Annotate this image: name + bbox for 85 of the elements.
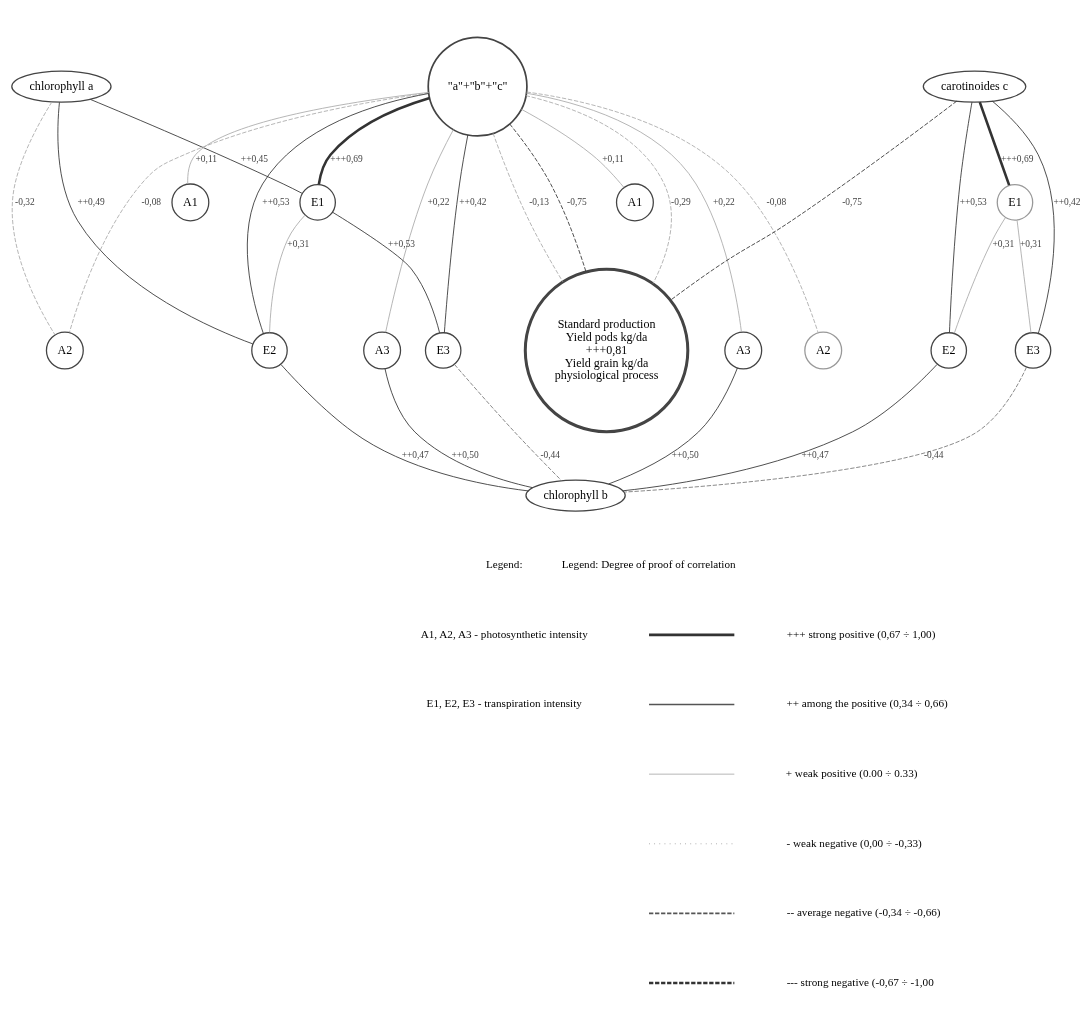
edge-label: ++0,53 (959, 196, 987, 207)
edge-label: +++0,69 (330, 154, 363, 165)
node-ellipse: carotinoides c (922, 70, 1027, 103)
edge-label: -0,44 (540, 450, 561, 461)
node-circle: A3 (363, 331, 402, 370)
edge-label: +0,11 (602, 154, 624, 165)
node-ellipse: chlorophyll a (11, 70, 112, 103)
edge-label: -0,44 (923, 450, 944, 461)
edge-label: ++0,53 (262, 196, 290, 207)
connector (978, 101, 1011, 186)
connector (622, 363, 938, 492)
legend-label: - weak negative (0,00 ÷ -0,33) (786, 836, 922, 849)
connector (443, 134, 469, 334)
edge-label: +++0,69 (1000, 154, 1034, 165)
node-circle: A1 (615, 183, 654, 222)
edge-label: -0,75 (567, 196, 587, 207)
connector (670, 100, 958, 301)
connector (953, 217, 1006, 334)
node-circle: E1 (996, 184, 1034, 221)
edge-label: ++0,42 (459, 196, 487, 207)
legend-label: -- average negative (-0,34 ÷ -0,66) (786, 906, 941, 919)
connector (187, 91, 430, 185)
connector (11, 101, 56, 336)
connector (520, 108, 625, 188)
connector (317, 96, 431, 185)
edge-label: ++0,42 (1053, 196, 1081, 207)
connector (385, 129, 454, 333)
connector (1016, 219, 1032, 334)
edge-label: ++0,50 (671, 450, 699, 461)
node-circle: A1 (171, 183, 210, 222)
node-circle: Standard production Yield pods kg/da +++0,81 Yield grain kg/da physiological process (523, 267, 690, 434)
connector (949, 101, 973, 333)
legend-label: ++ among the positive (0,34 ÷ 0,66) (786, 697, 948, 710)
legend-label: +++ strong positive (0,67 ÷ 1,00) (786, 627, 936, 640)
edge-label: +0,31 (1019, 239, 1042, 250)
connector (492, 132, 564, 283)
edge-label: +0,11 (195, 154, 218, 165)
label: Legend: (485, 558, 523, 571)
edge-label: ++0,47 (401, 450, 429, 461)
connector (624, 367, 1027, 493)
connector (280, 364, 529, 492)
label: A1, A2, A3 - photosynthetic intensity (420, 627, 588, 640)
label: Legend: Degree of proof of correlation (561, 558, 736, 571)
node-circle: A3 (724, 331, 763, 370)
node-circle: E1 (299, 184, 336, 221)
connector (69, 92, 430, 333)
edge-label: -0,75 (842, 196, 862, 207)
node-circle: A2 (45, 331, 84, 370)
connector (89, 98, 303, 194)
label: E1, E2, E3 - transpiration intensity (426, 697, 582, 710)
edge-label: ++0,53 (387, 239, 416, 250)
node-circle: "a"+"b"+"c" (427, 36, 528, 137)
node-circle: A2 (804, 331, 843, 370)
edge-label: -0,32 (15, 196, 35, 207)
edge-label: +0,31 (992, 239, 1015, 250)
node-circle: E2 (930, 332, 968, 369)
connector (525, 95, 672, 284)
edge-label: ++0,49 (77, 196, 105, 207)
connector (454, 364, 562, 482)
connector (384, 368, 533, 489)
edge-label: -0,29 (671, 196, 691, 207)
connector (526, 92, 742, 333)
connector (509, 123, 587, 272)
edge-label: ++0,47 (801, 450, 829, 461)
connector (991, 100, 1055, 334)
edge-label: +0,22 (427, 196, 450, 207)
edge-label: -0,08 (766, 196, 787, 207)
node-circle: E3 (1014, 332, 1052, 369)
node-ellipse: chlorophyll b (525, 479, 626, 512)
edge-label: +0,22 (713, 196, 735, 207)
legend-label: + weak positive (0.00 ÷ 0.33) (785, 767, 918, 780)
edge-label: ++0,45 (240, 154, 269, 165)
edge-label: -0,08 (141, 196, 162, 207)
connector (608, 367, 738, 485)
edge-label: ++0,50 (451, 450, 479, 461)
connector (269, 214, 306, 333)
connector (526, 91, 819, 333)
connector (332, 211, 440, 334)
legend-label: --- strong negative (-0,67 ÷ -1,00 (786, 976, 934, 989)
node-circle: E2 (251, 332, 288, 369)
connector (246, 93, 430, 334)
edge-label: -0,13 (529, 196, 549, 207)
edge-label: +0,31 (287, 239, 310, 250)
node-circle: E3 (424, 332, 462, 369)
connector (57, 101, 253, 345)
